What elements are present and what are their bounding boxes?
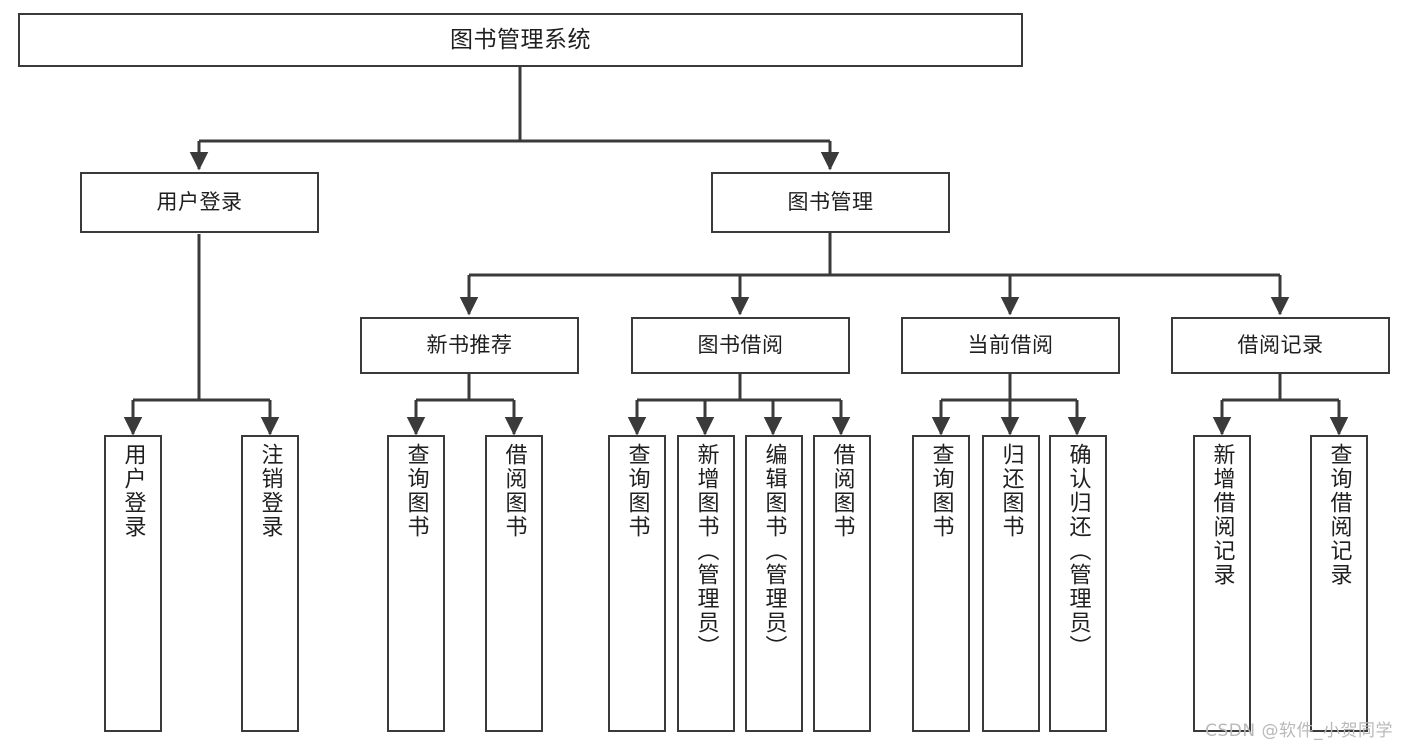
node-label: 新增图书（管理员） [693, 443, 719, 659]
leaf-node-add-book[interactable]: 新增图书（管理员） [677, 435, 735, 732]
node-label: 借阅记录 [1237, 333, 1324, 358]
leaf-node-return-book[interactable]: 归还图书 [982, 435, 1040, 732]
node-book-borrow[interactable]: 图书借阅 [631, 317, 850, 374]
csdn-watermark: CSDN @软件_小贺同学 [1205, 721, 1393, 741]
node-label: 当前借阅 [967, 333, 1054, 358]
node-label: 查询图书 [928, 443, 954, 539]
node-label: 查询借阅记录 [1326, 443, 1352, 587]
node-root-book-management-system[interactable]: 图书管理系统 [18, 13, 1023, 67]
node-label: 查询图书 [624, 443, 650, 539]
node-label: 图书管理系统 [450, 26, 591, 53]
node-label: 新增借阅记录 [1209, 443, 1235, 587]
node-label: 借阅图书 [501, 443, 527, 539]
leaf-node-confirm-return[interactable]: 确认归还（管理员） [1049, 435, 1107, 732]
node-label: 图书借阅 [697, 333, 784, 358]
node-new-book-recommend[interactable]: 新书推荐 [360, 317, 579, 374]
node-current-borrow[interactable]: 当前借阅 [901, 317, 1120, 374]
leaf-node-query-book-current[interactable]: 查询图书 [912, 435, 970, 732]
leaf-node-query-book-borrow[interactable]: 查询图书 [608, 435, 666, 732]
leaf-node-query-borrow-record[interactable]: 查询借阅记录 [1310, 435, 1368, 732]
node-book-management[interactable]: 图书管理 [711, 172, 950, 233]
node-label: 归还图书 [998, 443, 1024, 539]
node-label: 用户登录 [156, 190, 243, 215]
node-label: 确认归还（管理员） [1065, 443, 1091, 659]
leaf-node-user-login[interactable]: 用户登录 [104, 435, 162, 732]
leaf-node-add-borrow-record[interactable]: 新增借阅记录 [1193, 435, 1251, 732]
node-label: 查询图书 [403, 443, 429, 539]
leaf-node-user-logout[interactable]: 注销登录 [241, 435, 299, 732]
node-label: 新书推荐 [426, 333, 513, 358]
node-label: 注销登录 [257, 443, 283, 539]
leaf-node-query-book-recommend[interactable]: 查询图书 [387, 435, 445, 732]
node-label: 编辑图书（管理员） [761, 443, 787, 659]
leaf-node-borrow-book[interactable]: 借阅图书 [813, 435, 871, 732]
node-user-login[interactable]: 用户登录 [80, 172, 319, 233]
node-label: 图书管理 [787, 190, 874, 215]
node-label: 用户登录 [120, 443, 146, 539]
leaf-node-borrow-book-recommend[interactable]: 借阅图书 [485, 435, 543, 732]
node-label: 借阅图书 [829, 443, 855, 539]
node-borrow-record[interactable]: 借阅记录 [1171, 317, 1390, 374]
leaf-node-edit-book[interactable]: 编辑图书（管理员） [745, 435, 803, 732]
